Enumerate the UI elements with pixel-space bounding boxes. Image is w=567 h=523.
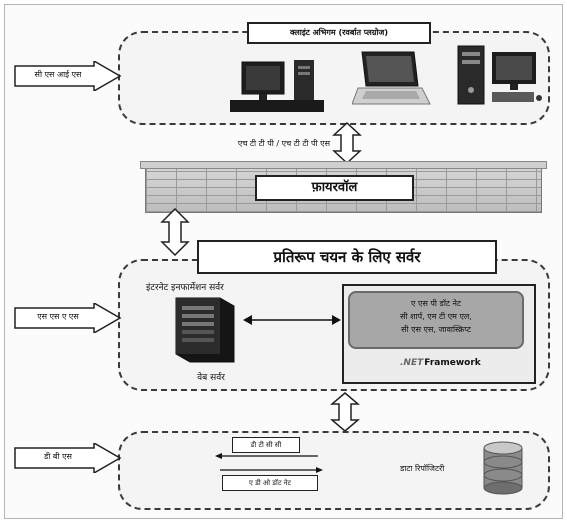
technology-line: ए एस पी डॉट नेट xyxy=(411,299,461,308)
data-repository-label: डाटा रिपॉजिटरी xyxy=(400,464,445,473)
laptop-icon xyxy=(352,51,431,105)
server-tower-icon xyxy=(175,297,235,363)
double-arrow-icon xyxy=(160,208,190,256)
framework-prefix: .NET xyxy=(400,358,424,368)
double-arrow-icon xyxy=(332,122,362,164)
right-arrow-icon xyxy=(14,443,122,473)
web-server-label: वेब सर्वर xyxy=(197,373,225,383)
dtc-box: डी टी सी सी xyxy=(232,437,300,453)
database-side-label: डी बी एस xyxy=(44,452,72,461)
framework-name: Framework xyxy=(424,358,481,368)
technology-line: सी शार्प, एम टी एम एल, xyxy=(400,312,472,321)
firewall-label: फ़ायरवॉल xyxy=(255,175,414,201)
iis-label: इंटरनेट इनफार्मेशन सर्वर xyxy=(146,283,224,293)
client-tier-title: क्लाइंट अभिगम (रवर्बात प्लग्रोज) xyxy=(247,22,431,44)
right-arrow-icon xyxy=(14,303,122,333)
bracket-arrow-icon xyxy=(215,453,323,473)
database-side-arrow: डी बी एस xyxy=(14,443,122,473)
database-tier-zone xyxy=(118,431,550,510)
framework-logo: .NETFramework xyxy=(400,358,500,372)
right-arrow-icon xyxy=(14,61,122,91)
firewall-top-edge xyxy=(140,161,547,169)
server-side-label: एस एस ए एस xyxy=(37,312,79,321)
server-side-arrow: एस एस ए एस xyxy=(14,303,122,333)
connection-label: एच टी टी पी / एच टी टी पी एस xyxy=(237,139,330,148)
client-side-label: सी एस आई एस xyxy=(34,70,82,79)
technology-stack-panel: ए एस पी डॉट नेट सी शार्प, एम टी एम एल, स… xyxy=(348,291,524,349)
technology-line: सी एस एस, जावास्क्रिप्ट xyxy=(401,325,471,334)
workstation-icon xyxy=(457,45,542,105)
server-tier-title: प्रतिरूप चयन के लिए सर्वर xyxy=(197,240,497,274)
client-side-arrow: सी एस आई एस xyxy=(14,61,122,91)
desktop-computer-icon xyxy=(230,60,324,112)
ado-net-box: ए डी ओ डॉट नेट xyxy=(222,475,318,491)
bidirectional-arrow-icon xyxy=(243,315,341,325)
double-arrow-icon xyxy=(330,392,360,432)
database-icon xyxy=(483,441,523,495)
